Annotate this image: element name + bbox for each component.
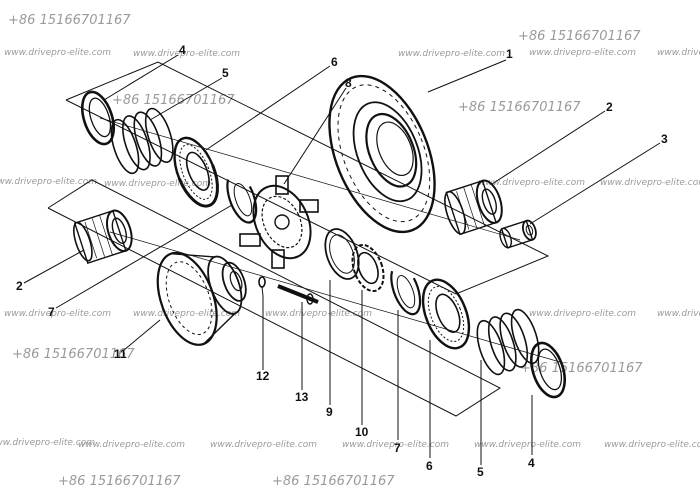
- friction-plate-lower: [421, 278, 471, 350]
- center-axis-lines: [99, 117, 561, 363]
- watermark-site: www.drivepro-elite.com: [478, 178, 585, 188]
- callout-5-lower: 5: [477, 465, 484, 479]
- callout-6-upper: 6: [331, 55, 338, 69]
- callout-12: 12: [256, 369, 270, 383]
- thrust-washer: [324, 228, 360, 280]
- spline-hub-upper: [444, 179, 503, 236]
- ring-gear-housing: [328, 74, 436, 234]
- callout-13: 13: [295, 390, 309, 404]
- callout-5-upper: 5: [222, 66, 229, 80]
- watermark-phone: +86 15166701167: [12, 347, 135, 362]
- watermark-layer: +86 15166701167 +86 15166701167 +86 1516…: [0, 13, 700, 489]
- watermark-site: www.drivepro-elite.com: [4, 48, 111, 58]
- watermark-site: www.drivepro-elite.com: [210, 440, 317, 450]
- watermark-site: www.drivepro-elite.com: [0, 438, 95, 448]
- callout-3: 3: [661, 132, 668, 146]
- differential-spider-gear: [239, 175, 319, 269]
- watermark-site: www.drivepro-elite.com: [0, 177, 97, 187]
- watermark-site: www.drivepro-elite.com: [133, 49, 240, 59]
- watermark-site: www.drivepro-elite.com: [657, 48, 700, 58]
- oil-seal-lower: [530, 341, 566, 399]
- watermark-site: www.drivepro-elite.com: [133, 309, 240, 319]
- assembly-plane-lower: [47, 179, 502, 417]
- watermark-site: www.drivepro-elite.com: [265, 309, 372, 319]
- callout-8: 8: [345, 76, 352, 90]
- watermark-site: www.drivepro-elite.com: [4, 309, 111, 319]
- watermark-site: www.drivepro-elite.com: [78, 440, 185, 450]
- callout-11: 11: [114, 347, 127, 361]
- watermark-phone: +86 15166701167: [272, 474, 395, 489]
- callout-4-upper: 4: [179, 43, 186, 57]
- callout-9: 9: [326, 405, 333, 419]
- callout-10: 10: [355, 425, 369, 439]
- watermark-site: www.drivepro-elite.com: [398, 49, 505, 59]
- watermark-phone: +86 15166701167: [520, 361, 643, 376]
- watermark-phone: +86 15166701167: [58, 474, 181, 489]
- watermark-site: www.drivepro-elite.com: [342, 440, 449, 450]
- callout-2-upper: 2: [606, 100, 613, 114]
- watermark-site: www.drivepro-elite.com: [604, 440, 700, 450]
- assembly-plane-upper: [65, 61, 550, 295]
- pin-sleeve: [499, 219, 537, 249]
- callout-4-lower: 4: [528, 456, 535, 470]
- spline-hub-lower: [72, 209, 133, 264]
- watermark-site: www.drivepro-elite.com: [529, 309, 636, 319]
- differential-case: [156, 251, 247, 346]
- small-pin: [258, 276, 266, 297]
- callout-labels: 4 5 6 8 1 2 3 2 7 11 12 13 9 10 7 6 5 4: [16, 43, 668, 479]
- callout-6-lower: 6: [426, 459, 433, 473]
- spring-coil-lower: [476, 308, 540, 376]
- watermark-site: www.drivepro-elite.com: [529, 48, 636, 58]
- callout-1: 1: [506, 47, 513, 61]
- callout-7-upper: 7: [48, 305, 55, 319]
- callout-2-lower: 2: [16, 279, 23, 293]
- watermark-phone: +86 15166701167: [8, 13, 131, 28]
- friction-plate-upper: [173, 136, 219, 208]
- spring-coil-upper: [110, 107, 174, 175]
- watermark-site: www.drivepro-elite.com: [474, 440, 581, 450]
- callout-7-lower: 7: [394, 441, 401, 455]
- oil-seal-upper: [80, 90, 116, 146]
- snap-ring-lower: [390, 270, 422, 316]
- cross-shaft: [277, 284, 319, 305]
- watermark-phone: +86 15166701167: [458, 100, 581, 115]
- watermark-site: www.drivepro-elite.com: [600, 178, 700, 188]
- watermark-site: www.drivepro-elite.com: [104, 179, 211, 189]
- watermark-phone: +86 15166701167: [112, 93, 235, 108]
- watermark-site: www.drivepro-elite.com: [657, 309, 700, 319]
- watermark-phone: +86 15166701167: [518, 29, 641, 44]
- leader-lines: [23, 54, 661, 465]
- side-gear: [351, 243, 385, 293]
